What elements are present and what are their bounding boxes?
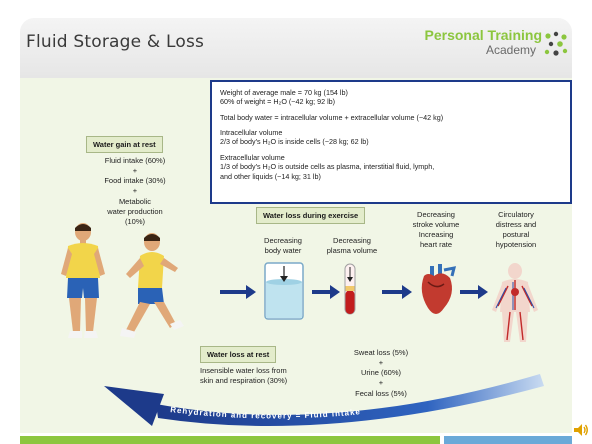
bottom-bar-blue [444,436,572,444]
box-line-extracellular-detail1: 1/3 of body's H₂O is outside cells as pl… [220,162,434,171]
arrow-right-icon [218,284,258,300]
box-line-weight: Weight of average male = 70 kg (154 lb) [220,88,348,97]
decreasing-body-water-label: Decreasing body water [254,236,312,256]
heart-illustration [414,262,458,322]
food-intake-label: Food intake (30%) [70,176,200,186]
slide-title: Fluid Storage & Loss [26,32,204,52]
water-gain-list: Fluid intake (60%) + Food intake (30%) +… [70,156,200,227]
box-line-total-water: Total body water = intracellular volume … [220,113,443,122]
box-line-intracellular-detail: 2/3 of body's H₂O is inside cells (~28 k… [220,137,369,146]
exercise-header: Water loss during exercise [256,207,365,224]
metabolic-label-2: water production [70,207,200,217]
decreasing-plasma-label: Decreasing plasma volume [322,236,382,256]
step2-line2: plasma volume [322,246,382,256]
step3-line4: heart rate [404,240,468,250]
plus-sign: + [70,186,200,196]
logo-dots-icon [542,30,570,58]
rehydration-arrow: Rehydration and recovery = Fluid intake [100,340,552,432]
bottom-bar-green [20,436,440,444]
plus-sign: + [70,166,200,176]
body-water-info-box: Weight of average male = 70 kg (154 lb) … [210,80,572,204]
step3-line3: Increasing [404,230,468,240]
step4-line4: hypotension [484,240,548,250]
plasma-tube-illustration [340,262,360,322]
running-man-illustration [118,232,188,342]
water-gain-header: Water gain at rest [86,136,163,153]
step1-line1: Decreasing [254,236,312,246]
step4-line2: distress and [484,220,548,230]
stroke-volume-label: Decreasing stroke volume Increasing hear… [404,210,468,251]
arrow-right-icon [458,284,490,300]
logo-line2: Academy [486,43,536,57]
box-line-water-percent: 60% of weight = H₂O (~42 kg; 92 lb) [220,97,335,106]
circulatory-body-illustration [488,262,542,344]
step4-line3: postural [484,230,548,240]
logo-line1: Personal Training [425,27,542,43]
arrow-right-icon [380,284,414,300]
metabolic-label: Metabolic [70,197,200,207]
water-beaker-illustration [262,260,306,322]
speaker-icon[interactable] [573,422,589,438]
box-line-extracellular: Extracellular volume [220,153,285,162]
arrow-right-icon [310,284,342,300]
step3-line2: stroke volume [404,220,468,230]
fluid-intake-label: Fluid intake (60%) [70,156,200,166]
box-line-extracellular-detail2: and other liquids (~14 kg; 31 lb) [220,172,321,181]
step3-line1: Decreasing [404,210,468,220]
box-line-intracellular: Intracellular volume [220,128,282,137]
step1-line2: body water [254,246,312,256]
circulatory-distress-label: Circulatory distress and postural hypote… [484,210,548,251]
step2-line1: Decreasing [322,236,382,246]
step4-line1: Circulatory [484,210,548,220]
standing-man-illustration [58,222,108,340]
